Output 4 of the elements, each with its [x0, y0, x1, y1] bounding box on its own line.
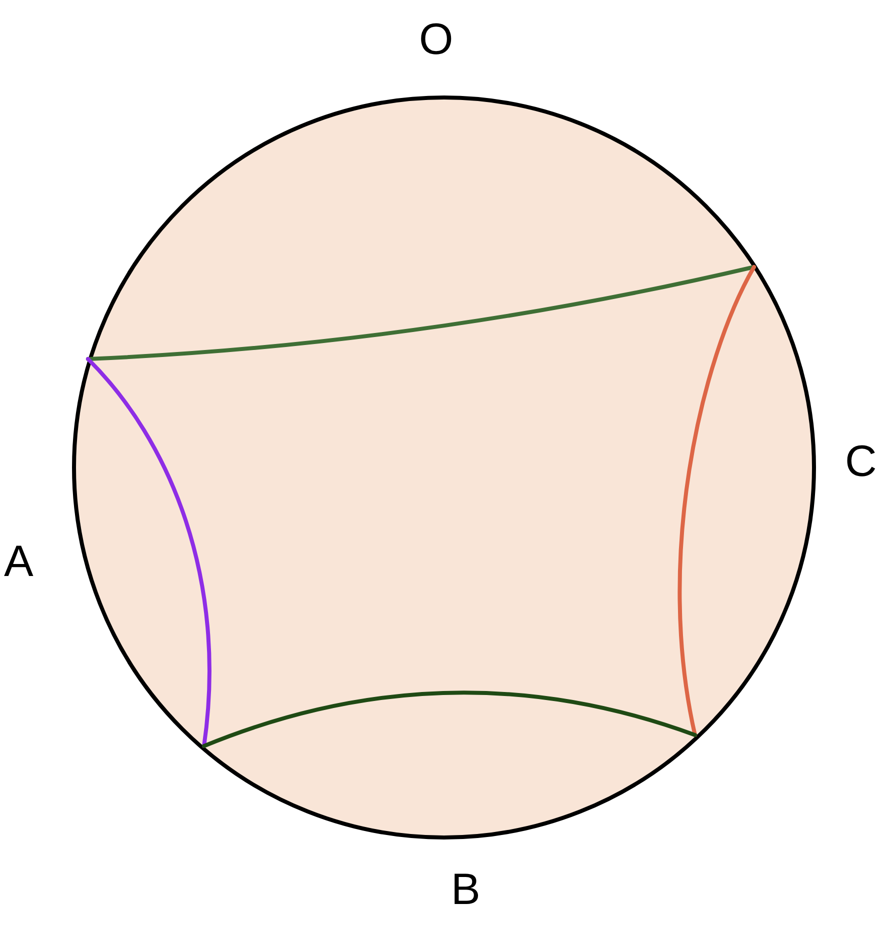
- point-label: O: [419, 18, 454, 62]
- point-label: B: [451, 868, 480, 912]
- point-label: C: [845, 440, 877, 484]
- point-label: A: [4, 540, 34, 584]
